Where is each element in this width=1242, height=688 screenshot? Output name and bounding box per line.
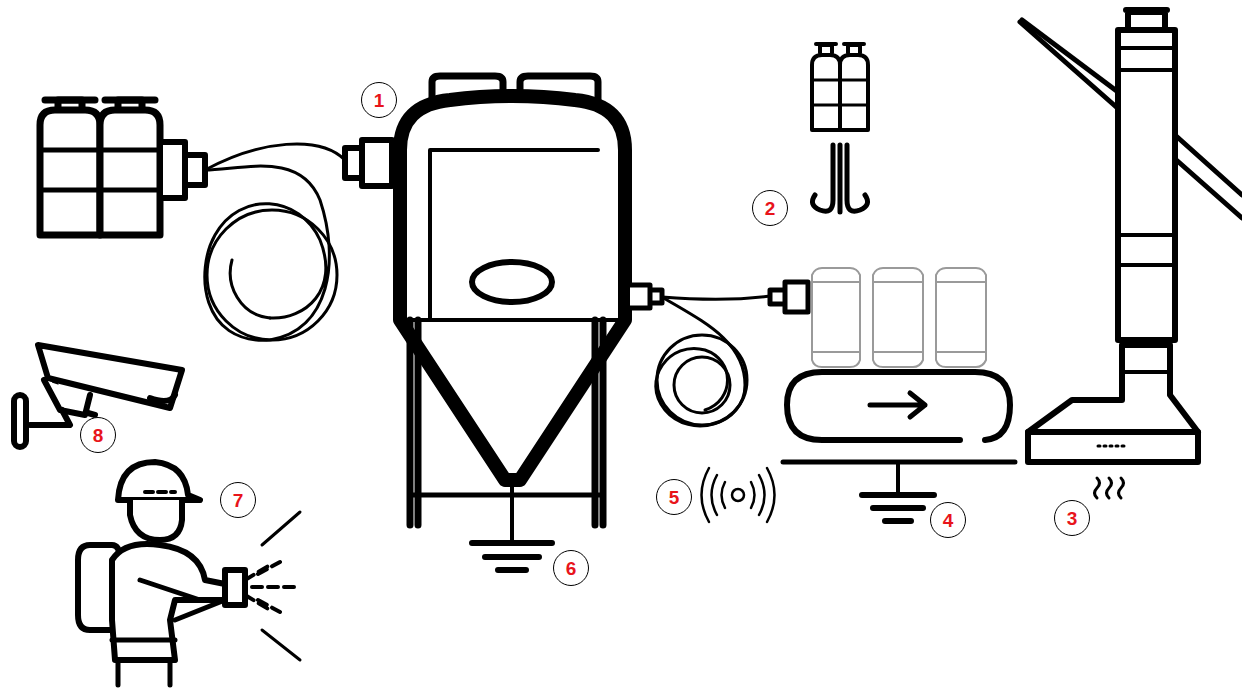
firefighter <box>78 462 300 685</box>
wireless-sensor <box>702 468 775 522</box>
fermentation-tank <box>400 76 625 570</box>
beverage-cans <box>812 268 986 367</box>
callout-number: 7 <box>220 482 256 518</box>
extraction-hood <box>1020 10 1242 498</box>
gas-hose <box>205 140 392 340</box>
callout-number: 6 <box>553 550 589 586</box>
gas-leak <box>812 44 868 212</box>
callout-number: 3 <box>1054 500 1090 536</box>
callout-number: 1 <box>361 82 397 118</box>
callout-number: 2 <box>752 190 788 226</box>
filling-hose <box>630 282 808 426</box>
conveyor-belt <box>783 372 1015 521</box>
gas-cylinders <box>40 100 205 235</box>
callout-number: 8 <box>80 417 116 453</box>
callout-number: 4 <box>930 502 966 538</box>
callout-number: 5 <box>656 479 692 515</box>
